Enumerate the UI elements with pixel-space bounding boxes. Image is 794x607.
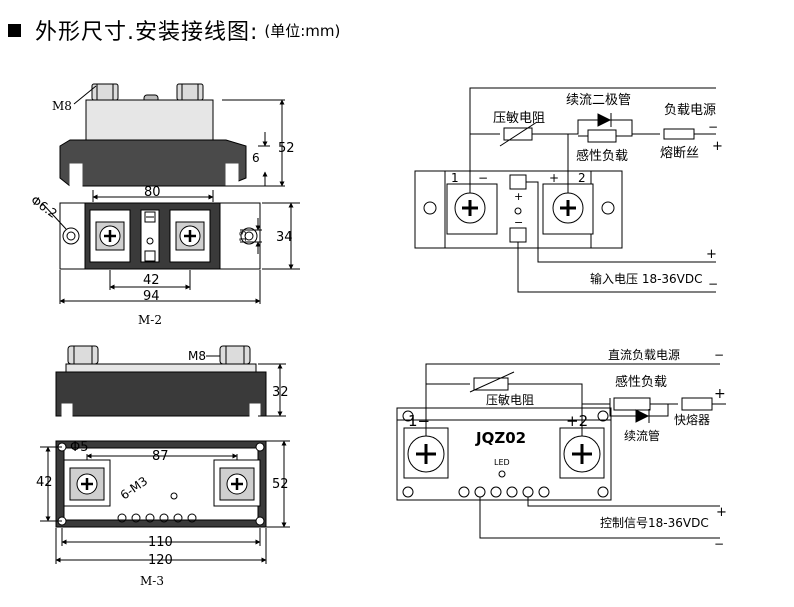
m2-top-view — [41, 190, 300, 304]
w2-plus-control: + — [716, 505, 727, 520]
w1-inductive-load-label: 感性负载 — [576, 148, 628, 164]
w1-fuse-label: 熔断丝 — [660, 146, 699, 161]
page-header: 外形尺寸.安装接线图: (单位:mm) — [8, 10, 340, 50]
w2-fuse-label: 快熔器 — [674, 412, 710, 427]
m3-top-view — [40, 440, 290, 564]
w1-terminal-minus: − — [478, 171, 488, 185]
w2-inductive-load-label: 感性负载 — [615, 374, 667, 390]
m3-dim-87: 87 — [152, 449, 169, 464]
wiring-diagram-2 — [396, 363, 726, 539]
m2-dim-80: 80 — [144, 185, 161, 200]
w1-minus-top: − — [708, 120, 718, 134]
m2-dim-depth: 34 — [276, 230, 293, 245]
m2-dim-13: 13 — [239, 231, 249, 242]
w1-diode-label: 续流二极管 — [566, 93, 631, 108]
m2-model-label: M-2 — [138, 313, 162, 327]
m3-model-label: M-3 — [140, 574, 164, 588]
w2-terminal-1: 1− — [408, 412, 430, 430]
w1-terminal-plus: + — [549, 171, 559, 185]
w2-diode-label: 续流管 — [624, 428, 660, 443]
m2-thread-label: M8 — [52, 99, 72, 113]
w2-dc-supply-label: 直流负载电源 — [608, 348, 680, 362]
w2-terminal-2: +2 — [566, 412, 588, 430]
m2-dim-42: 42 — [143, 273, 160, 288]
m2-dim-94: 94 — [143, 289, 160, 304]
w2-led-label: LED — [494, 458, 510, 467]
m3-dim-depth: 52 — [272, 477, 289, 492]
m2-dim-height: 52 — [278, 141, 295, 156]
w1-ctrl-minus: − — [514, 216, 523, 229]
m3-dim-110: 110 — [148, 535, 173, 550]
w2-control-signal-label: 控制信号18-36VDC — [600, 516, 709, 530]
w1-plus-top: + — [712, 139, 723, 154]
w2-plus-right: + — [714, 386, 726, 402]
m3-screw-row — [117, 513, 197, 523]
w1-minus-input: − — [708, 277, 718, 291]
w2-model-label: JQZ02 — [475, 429, 526, 447]
w1-ctrl-plus: + — [514, 190, 523, 203]
m2-dim-base: 6 — [252, 151, 260, 165]
wiring-diagram-1 — [414, 87, 716, 293]
m3-dim-120: 120 — [148, 553, 173, 568]
w2-minus-top: − — [714, 348, 724, 362]
w2-minus-control: − — [714, 537, 724, 551]
m3-dim-42: 42 — [36, 475, 53, 490]
w1-load-supply-label: 负载电源 — [664, 103, 716, 118]
bullet-square-icon — [8, 23, 21, 37]
w1-terminal-2: 2 — [578, 171, 586, 185]
m3-dim-height: 32 — [272, 385, 289, 400]
w1-varistor-label: 压敏电阻 — [493, 111, 545, 126]
w1-terminal-1: 1 — [451, 171, 459, 185]
page-title: 外形尺寸.安装接线图: — [35, 20, 259, 45]
m3-thread-label: M8 — [188, 349, 206, 363]
w1-input-voltage-label: 输入电压 18-36VDC — [590, 271, 703, 286]
m3-side-view — [55, 345, 286, 417]
m2-side-view — [59, 83, 285, 187]
unit-note: (单位:mm) — [264, 21, 341, 40]
w1-plus-input: + — [706, 247, 717, 262]
w2-varistor-label: 压敏电阻 — [486, 392, 534, 407]
m3-hole-label: Φ5 — [70, 440, 89, 455]
